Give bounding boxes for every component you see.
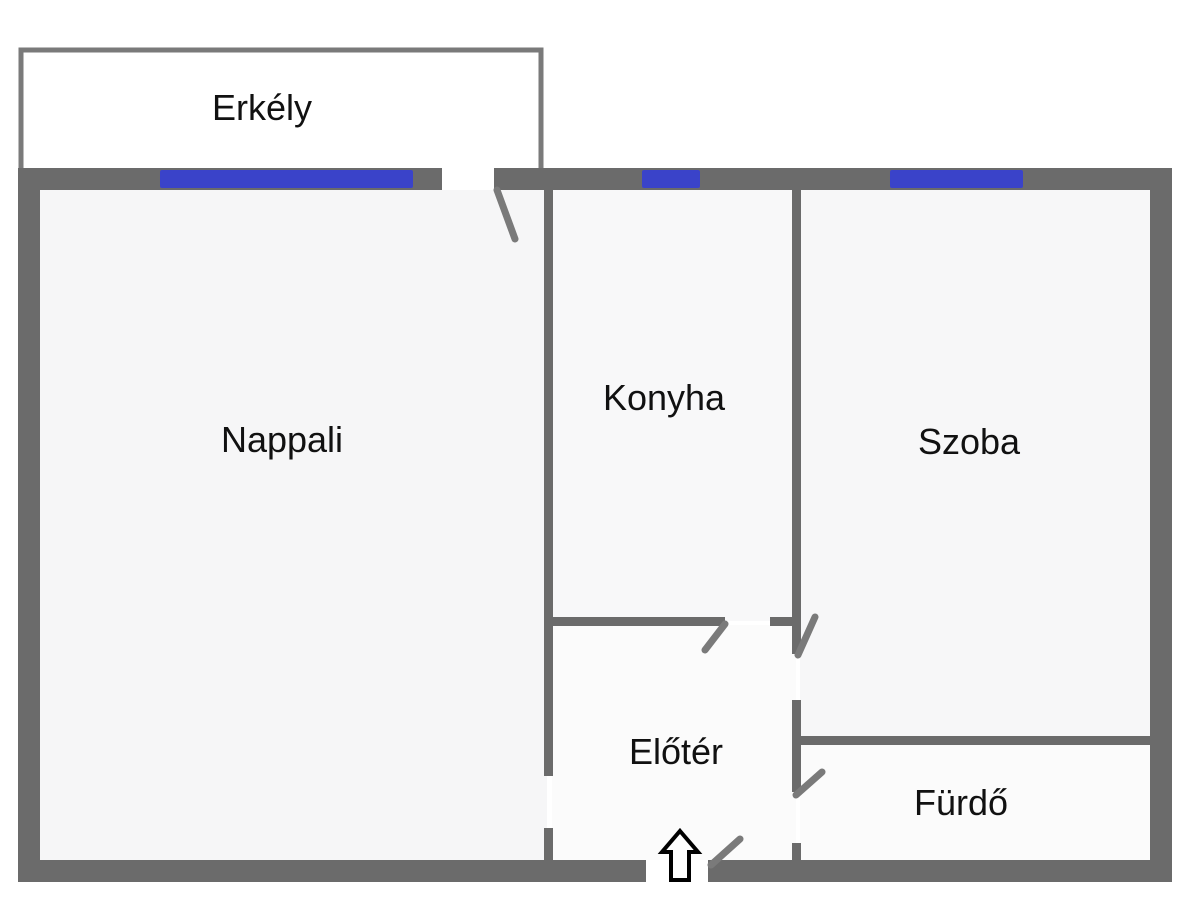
window-living-room [160, 170, 413, 188]
room-label-living-room: Nappali [220, 419, 344, 460]
window-bedroom [890, 170, 1023, 188]
room-label-bedroom: Szoba [917, 421, 1021, 462]
window-kitchen [642, 170, 700, 188]
bathroom-floor [800, 744, 1150, 860]
interior-walls [544, 188, 1150, 862]
balcony-outline [18, 47, 544, 172]
hall-floor [552, 625, 796, 860]
balcony-door-swing [493, 186, 519, 243]
entrance-door-swing [707, 835, 744, 869]
door-swings [493, 186, 826, 869]
windows [160, 170, 1023, 188]
room-label-kitchen: Konyha [602, 377, 726, 418]
room-label-balcony: Erkély [211, 87, 313, 128]
entrance-arrow-icon [657, 827, 703, 882]
bathroom-door-swing [792, 768, 826, 799]
kitchen-floor [552, 190, 796, 621]
kitchen-door-swing [701, 620, 729, 654]
bedroom-floor [800, 190, 1150, 740]
living-room-floor [40, 190, 547, 860]
room-label-bathroom: Fürdő [913, 782, 1009, 823]
room-label-hall: Előtér [628, 731, 724, 772]
bedroom-door-swing [794, 613, 819, 659]
